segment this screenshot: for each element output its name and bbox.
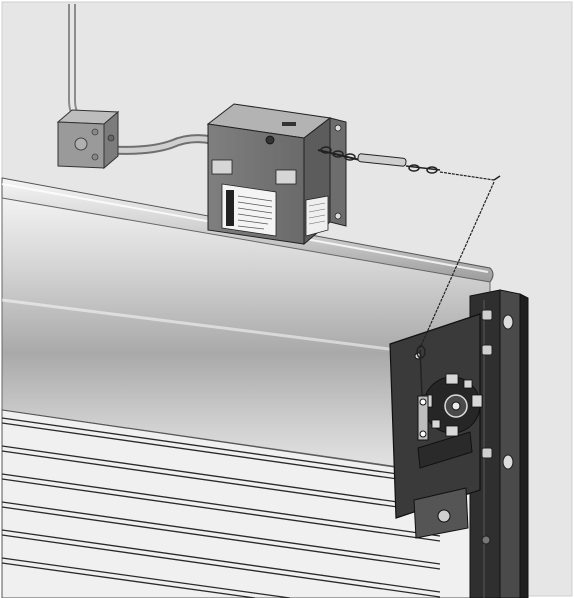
warning-label: [221, 183, 277, 237]
electrical-junction-box: [56, 109, 120, 170]
fire-door-release-device: [206, 103, 347, 246]
governor-sprocket: [417, 373, 483, 469]
curtain-slats: [1, 409, 471, 598]
cable-and-turnbuckle: [317, 146, 501, 397]
